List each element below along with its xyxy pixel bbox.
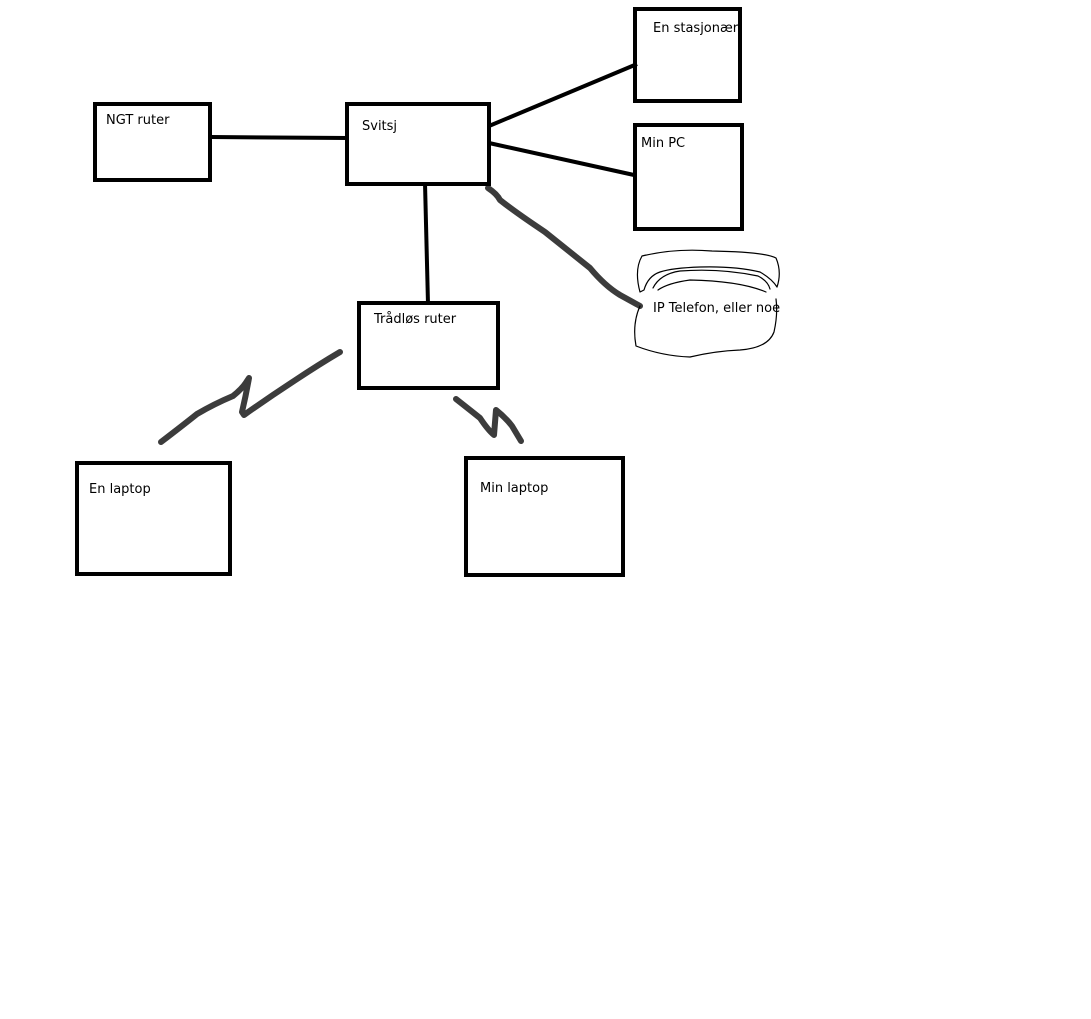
node-tradlos-ruter-label: Trådløs ruter <box>373 312 457 327</box>
edge-ngt-svitsj <box>210 135 349 140</box>
node-min-pc-box <box>633 123 744 231</box>
node-en-laptop-label: En laptop <box>89 482 151 497</box>
edge-svitsj-tradlos-ruter <box>423 182 430 305</box>
node-svitsj-label: Svitsj <box>362 119 397 134</box>
wireless-link-en-laptop <box>158 349 343 445</box>
node-min-laptop-label: Min laptop <box>480 481 548 496</box>
edge-svitsj-ip-telefon <box>485 185 643 309</box>
node-ngt-ruter-label: NGT ruter <box>106 113 170 128</box>
node-en-stasjonaer-box <box>633 7 742 103</box>
node-en-stasjonaer-label: En stasjonær <box>653 21 739 36</box>
node-svitsj-box <box>345 102 491 186</box>
node-ngt-ruter-box <box>93 102 212 182</box>
edge-svitsj-en-stasjonaer <box>488 62 638 128</box>
wireless-link-min-laptop <box>453 396 524 444</box>
node-ip-telefon-label: IP Telefon, eller noe <box>653 301 780 316</box>
node-min-pc-label: Min PC <box>641 136 685 151</box>
node-tradlos-ruter-box <box>357 301 500 390</box>
ip-telefon-shape <box>634 249 780 358</box>
node-en-laptop-box <box>75 461 232 576</box>
edge-svitsj-min-pc <box>488 141 635 177</box>
node-min-laptop-box <box>464 456 625 577</box>
